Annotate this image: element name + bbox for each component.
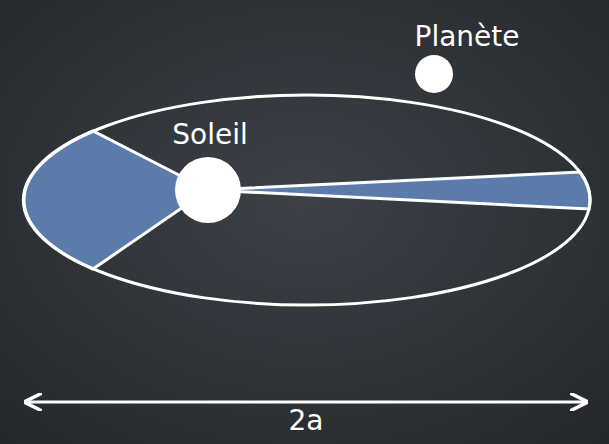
swept-area [208, 172, 590, 209]
body-label: Soleil [146, 118, 274, 152]
celestial-body: Planète [378, 20, 556, 96]
orbit-ellipse [24, 95, 590, 305]
celestial-body: Soleil [146, 118, 274, 228]
dimension-label: 2a [289, 404, 324, 438]
body-label: Planète [378, 20, 556, 54]
dimension-arrow [26, 401, 586, 404]
planet-body [415, 55, 453, 93]
sun-body [175, 157, 241, 223]
